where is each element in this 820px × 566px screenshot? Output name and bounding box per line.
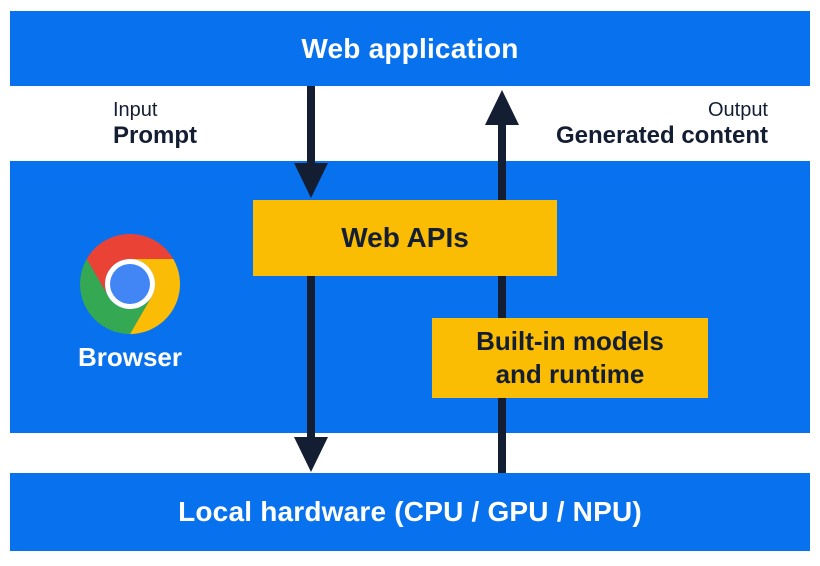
up-arrow-icon (485, 90, 519, 473)
output-title: Output (707, 99, 768, 121)
down-arrow-top-icon (294, 86, 328, 198)
input-value-prompt: Prompt (113, 122, 197, 149)
web-application-bar: Web application (10, 11, 810, 86)
down-arrow-bottom-icon (294, 270, 328, 472)
builtin-models-box: Built-in models and runtime (432, 318, 708, 398)
web-apis-box: Web APIs (253, 200, 557, 276)
input-label-group: Input Prompt (113, 99, 197, 149)
web-apis-label: Web APIs (341, 222, 469, 253)
local-hardware-label: Local hardware (CPU / GPU / NPU) (178, 496, 642, 527)
input-title: Input (113, 99, 158, 121)
web-application-label: Web application (301, 32, 519, 64)
chrome-logo-icon (80, 234, 180, 334)
browser-label: Browser (77, 342, 183, 372)
output-label-group: Output Generated content (556, 99, 768, 149)
builtin-models-label-line1: Built-in models (476, 326, 664, 356)
builtin-models-label-line2: and runtime (495, 359, 645, 389)
local-hardware-bar: Local hardware (CPU / GPU / NPU) (10, 473, 810, 551)
output-value-generated-content: Generated content (555, 122, 768, 149)
